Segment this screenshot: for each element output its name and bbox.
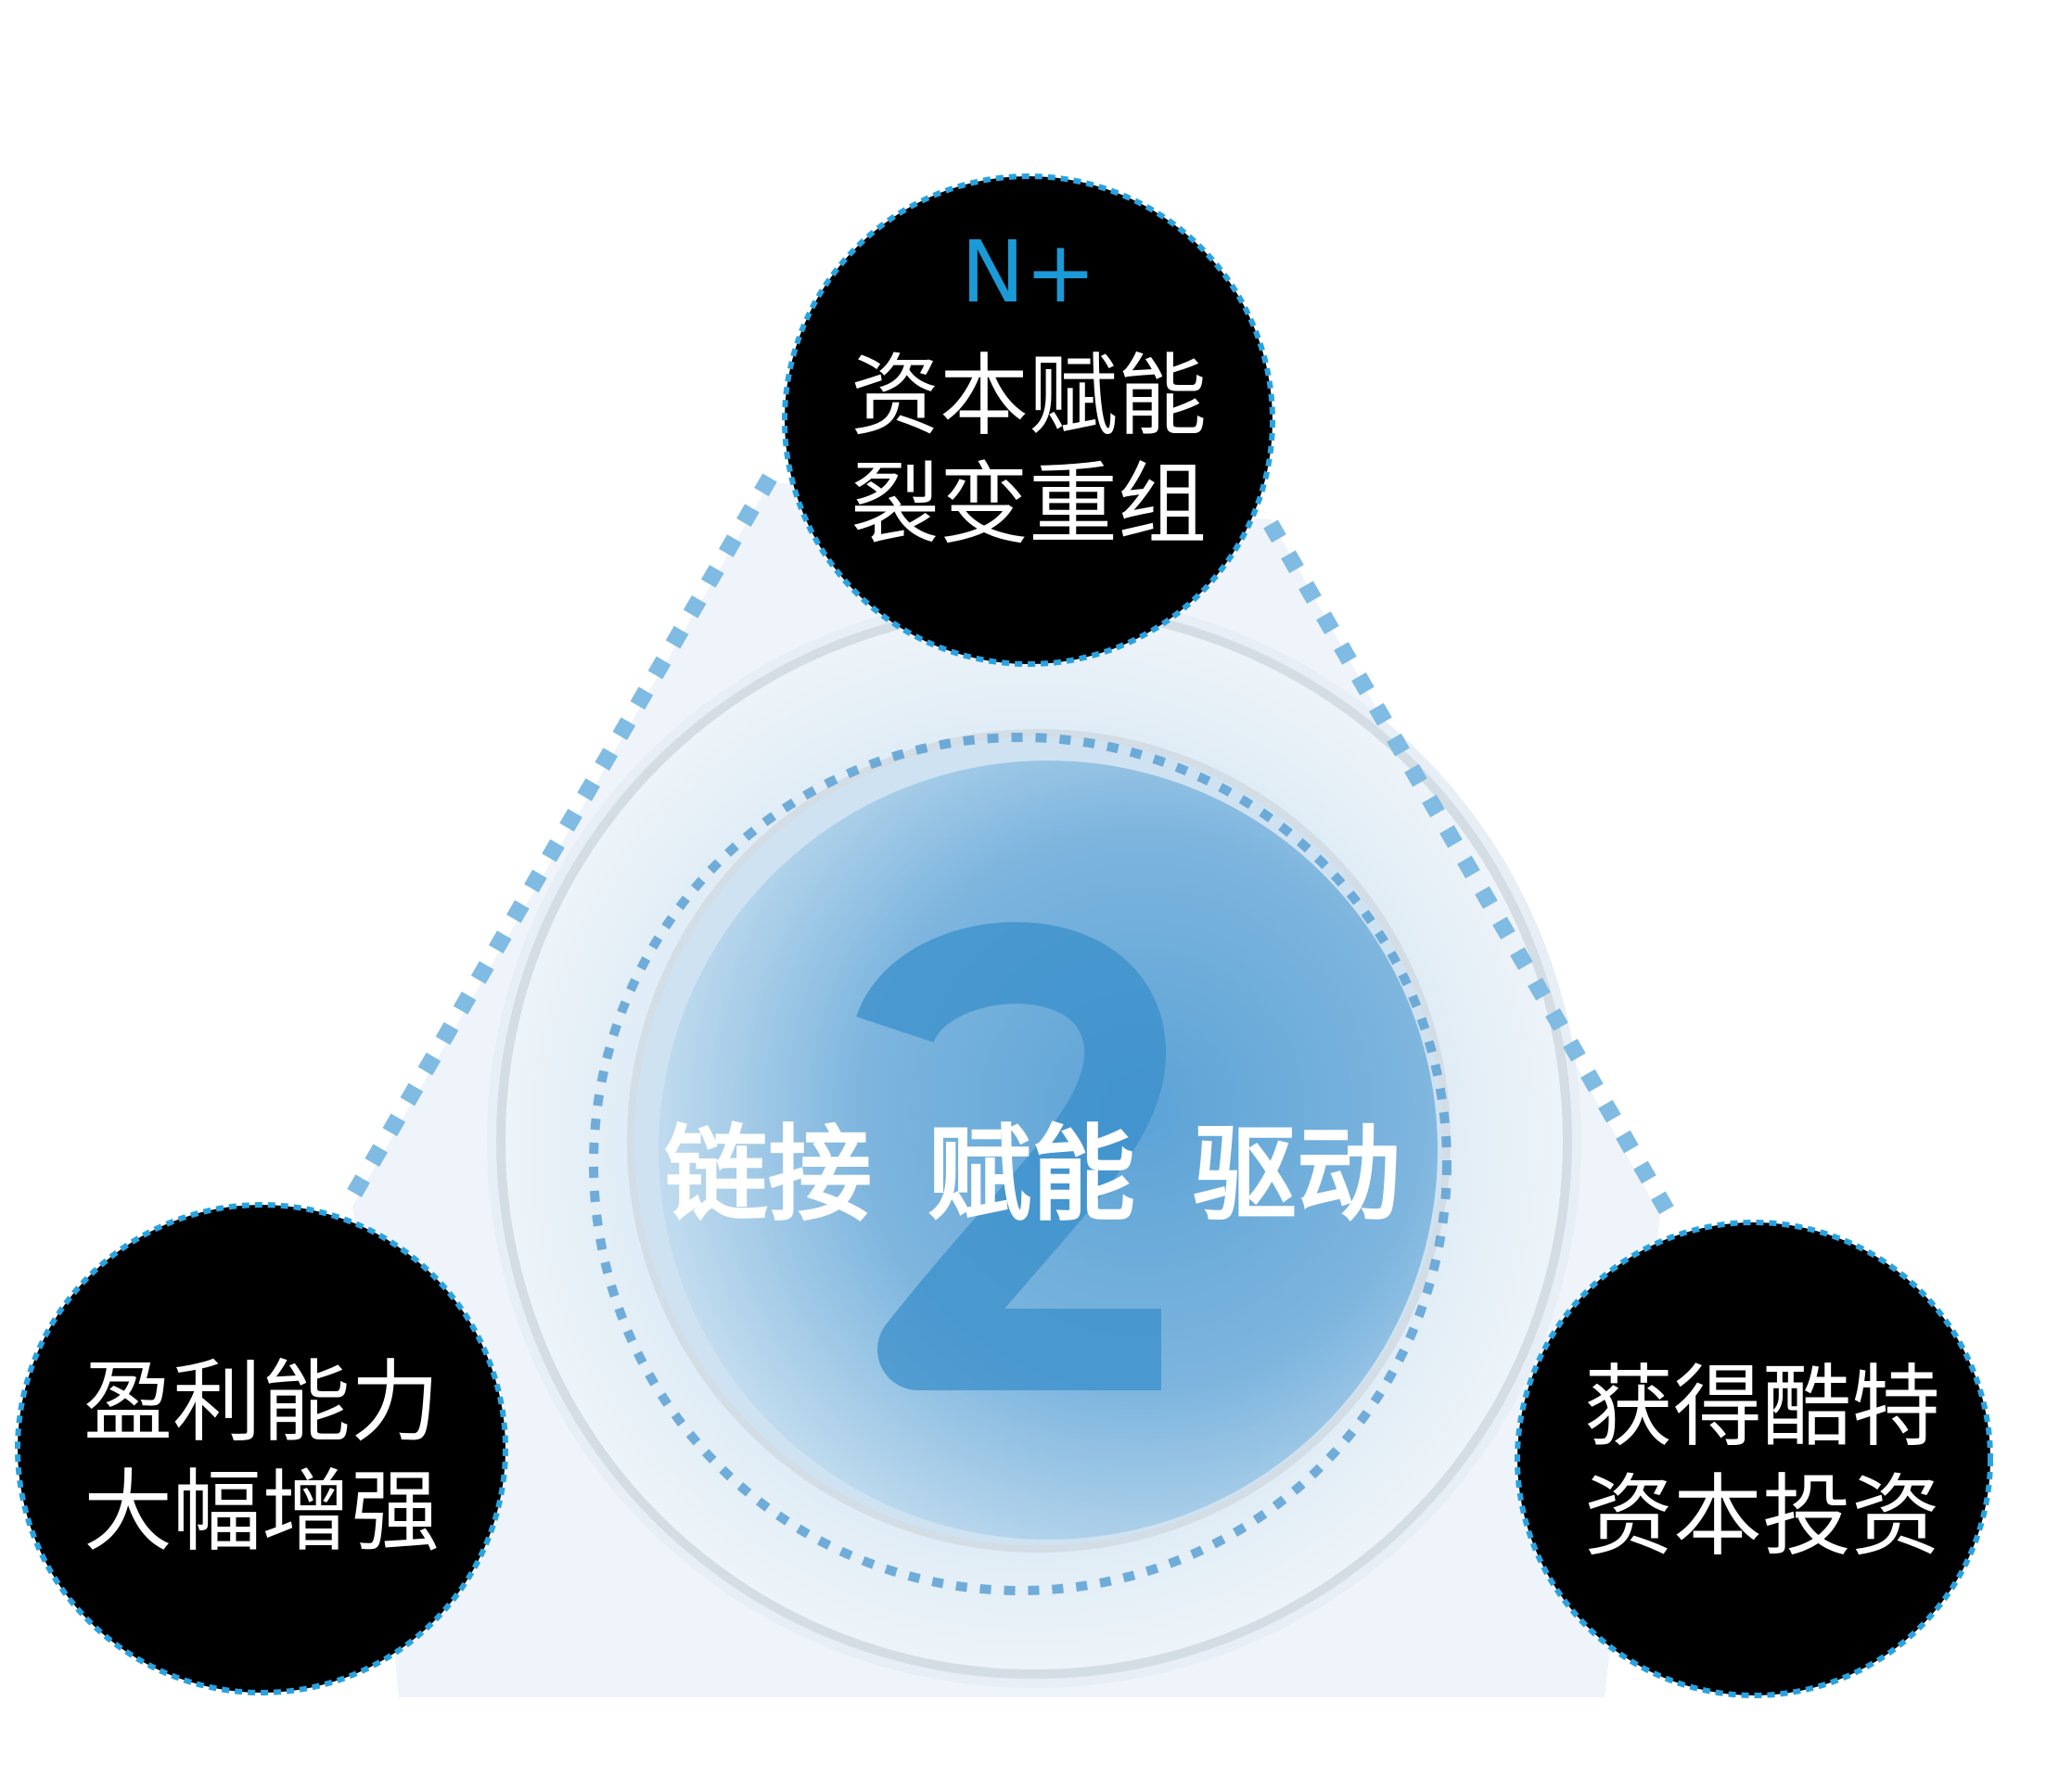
core-dotted-ring [589, 733, 1452, 1595]
node-top-line-1: 资本赋能 [851, 344, 1207, 448]
node-right-line-2: 资本投资 [1584, 1464, 1940, 1568]
node-left: 盈利能力 大幅增强 [15, 1202, 508, 1695]
node-left-line-2: 大幅增强 [83, 1460, 440, 1564]
node-top-prefix: N+ [961, 223, 1096, 322]
node-top: N+ 资本赋能 裂变重组 [782, 173, 1275, 667]
center-number-graphic [856, 922, 1167, 1390]
node-left-line-1: 盈利能力 [83, 1350, 440, 1454]
node-right: 获得酷特 资本投资 [1515, 1220, 1993, 1698]
node-top-line-2: 裂变重组 [851, 453, 1207, 556]
triangle-edge-right [1263, 519, 1677, 1220]
node-right-line-1: 获得酷特 [1584, 1355, 1940, 1459]
center-word-drive: 驱动 [1193, 1115, 1401, 1235]
center-word-empower: 赋能 [927, 1115, 1135, 1235]
center-word-link: 链接 [664, 1115, 872, 1235]
